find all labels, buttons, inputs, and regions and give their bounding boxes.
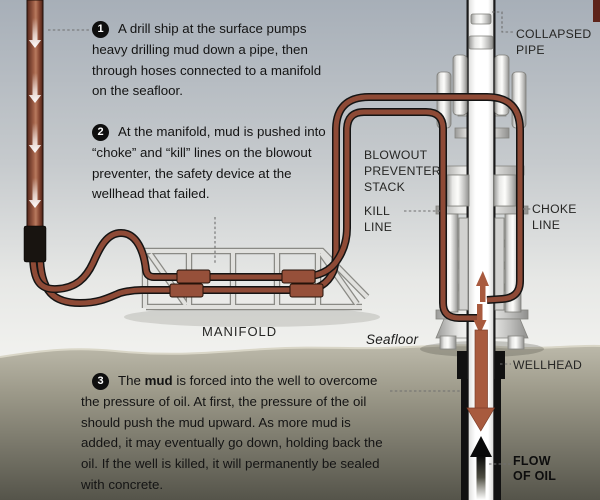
collapsed-pipe-label: COLLAPSED PIPE [516,27,592,57]
step-2-text: At the manifold, mud is pushed into “cho… [92,124,326,202]
choke-line-label: CHOKE LINE [532,202,577,232]
step-3-text-bold: mud [144,373,173,388]
step-1-text: A drill ship at the surface pumps heavy … [92,21,322,99]
step-3: 3 The mud is forced into the well to ove… [81,371,389,496]
blowout-preventer-stack-label: BLOWOUT PREVENTER STACK [364,148,441,194]
step-2: 2 At the manifold, mud is pushed into “c… [92,122,336,205]
manifold-shadow [124,307,380,327]
drill-pipe [26,0,44,259]
step-3-text: The mud is forced into the well to overc… [81,371,389,496]
flow-of-oil-label: FLOW OF OIL [513,454,557,483]
step-2-number: 2 [92,124,109,141]
kill-line-label: KILL LINE [364,204,393,234]
drill-pipe-coupling [23,225,47,263]
hose-clamps [169,269,324,298]
mud-flow-arrows [466,271,496,432]
seafloor-label: Seafloor [366,332,419,347]
wellhead-casing [457,351,505,500]
choke-line-hose [36,93,524,307]
leader-lines [48,11,531,465]
step-1-number: 1 [92,21,109,38]
oil-flow-arrow [470,436,492,500]
leader-collapsed-pipe [492,11,513,33]
step-1: 1 A drill ship at the surface pumps heav… [92,19,330,102]
step-3-text-pre: The [118,373,145,388]
wellhead-label: WELLHEAD [513,358,583,372]
step-3-number: 3 [92,373,109,390]
riser-edge-mark [593,0,600,22]
step-3-text-rest: is forced into the well to overcome the … [81,373,383,492]
manifold-label: MANIFOLD [202,324,278,339]
